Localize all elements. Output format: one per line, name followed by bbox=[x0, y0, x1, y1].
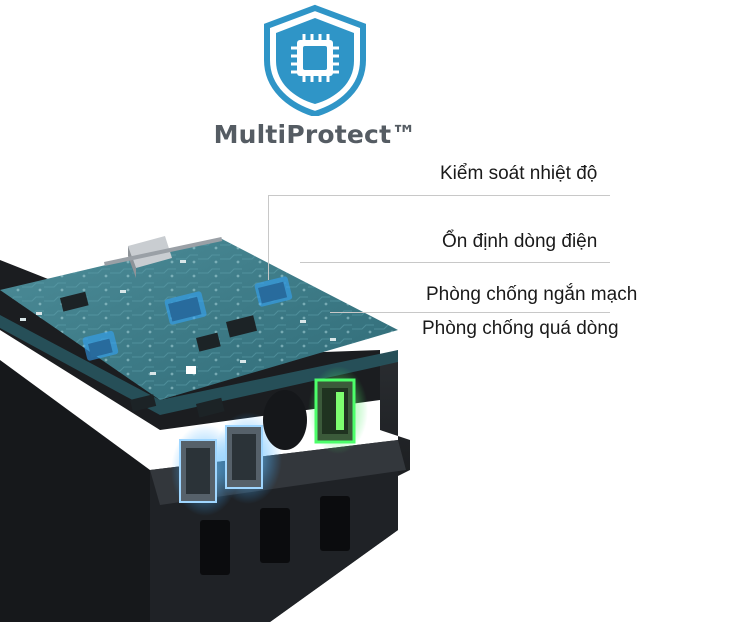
feature-temperature-control: Kiểm soát nhiệt độ bbox=[440, 163, 598, 184]
feature-current-stabilization: Ổn định dòng điện bbox=[442, 231, 598, 252]
feature-overcurrent-protection: Phòng chống quá dòng bbox=[422, 318, 619, 339]
leader-line-short-circuit bbox=[330, 312, 610, 313]
brand-name: MultiProtect™ bbox=[213, 120, 417, 149]
leader-line-current bbox=[300, 262, 610, 263]
leader-line-temperature-drop bbox=[268, 195, 269, 280]
shield-chip-icon bbox=[264, 4, 366, 116]
leader-line-temperature bbox=[268, 195, 610, 196]
feature-short-circuit-protection: Phòng chống ngắn mạch bbox=[426, 284, 638, 305]
